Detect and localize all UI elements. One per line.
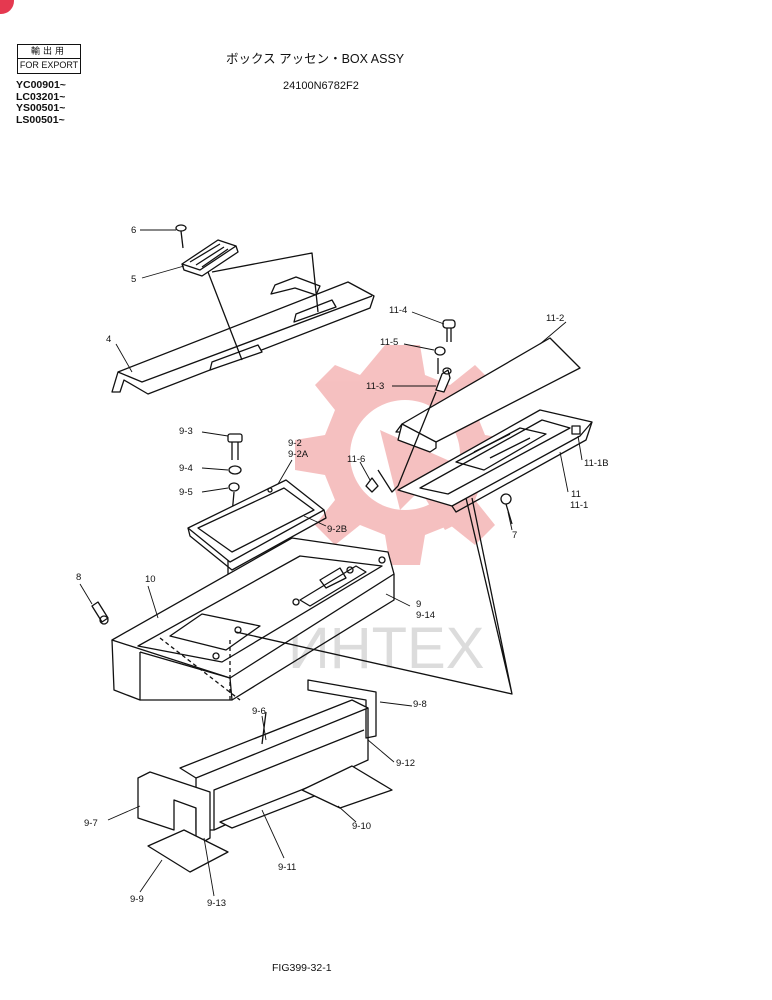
- label-11-2: 11-2: [546, 313, 564, 324]
- export-stamp: 輸出用 FOR EXPORT: [17, 44, 81, 74]
- serial-item: LS00501~: [16, 113, 65, 126]
- label-9-8: 9-8: [413, 699, 427, 710]
- label-9-9: 9-9: [130, 894, 144, 905]
- part-9-box: [111, 537, 395, 701]
- part-number: 24100N6782F2: [283, 80, 359, 92]
- label-10: 10: [145, 574, 156, 585]
- export-stamp-jp: 輸出用: [18, 45, 80, 59]
- label-11-1b: 11-1B: [584, 458, 609, 469]
- part-6-screw: [175, 224, 187, 249]
- part-9-2-plate: [187, 479, 327, 571]
- part-11-5-nut: [434, 346, 446, 356]
- part-11-6-clip: [365, 469, 399, 493]
- part-8-screw: [91, 601, 109, 625]
- export-stamp-en: FOR EXPORT: [19, 60, 79, 70]
- serial-item: LC03201~: [16, 90, 66, 103]
- label-9-5: 9-5: [179, 487, 193, 498]
- label-9-3: 9-3: [179, 426, 193, 437]
- label-9-12: 9-12: [396, 758, 415, 769]
- page-title: ボックス アッセン・BOX ASSY: [226, 52, 405, 66]
- watermark-text: ИНТЕХ: [288, 616, 484, 681]
- label-7: 7: [512, 530, 517, 541]
- label-11-1: 11-1: [570, 500, 588, 511]
- label-11: 11: [571, 489, 581, 500]
- part-11-3-latch: [435, 367, 452, 393]
- label-8: 8: [76, 572, 81, 583]
- label-9: 9: [416, 599, 421, 610]
- label-9-13: 9-13: [207, 898, 226, 909]
- label-9-14: 9-14: [416, 610, 435, 621]
- part-11-4-bolt: [442, 319, 456, 342]
- label-11-6: 11-6: [347, 454, 365, 465]
- label-5: 5: [131, 274, 136, 285]
- part-7-pin: [500, 493, 513, 525]
- label-11-3: 11-3: [366, 381, 384, 392]
- label-9-6: 9-6: [252, 706, 266, 717]
- figure-number: FIG399-32-1: [272, 962, 332, 974]
- label-11-5: 11-5: [380, 337, 398, 348]
- part-5-grip: [181, 239, 239, 277]
- label-9-2a: 9-2A: [288, 449, 309, 460]
- label-6: 6: [131, 225, 136, 236]
- label-9-2b: 9-2B: [327, 524, 347, 535]
- label-9-7: 9-7: [84, 818, 98, 829]
- leader-lines: [79, 229, 583, 897]
- serial-item: YC00901~: [16, 79, 66, 91]
- part-9-4-washer: [228, 465, 242, 475]
- part-11-frame: [397, 409, 593, 513]
- label-9-2: 9-2: [288, 438, 302, 449]
- part-9-3-bolt: [227, 433, 243, 460]
- serial-list: YC00901~ LC03201~ YS00501~ LS00501~: [16, 79, 66, 126]
- label-4: 4: [106, 334, 111, 345]
- serial-item: YS00501~: [16, 102, 66, 114]
- label-11-4: 11-4: [389, 305, 407, 316]
- label-9-11: 9-11: [278, 862, 296, 873]
- label-9-4: 9-4: [179, 463, 193, 474]
- part-9-tray: [137, 679, 393, 873]
- part-labels: 6 5 4 11-4 11-2 11-5 11-3 9-3 9-2 9-2A 9…: [76, 225, 609, 909]
- label-9-10: 9-10: [352, 821, 371, 832]
- part-4-cover: [111, 276, 375, 395]
- part-9-5-nut: [228, 482, 240, 492]
- parts-linework: [91, 224, 593, 873]
